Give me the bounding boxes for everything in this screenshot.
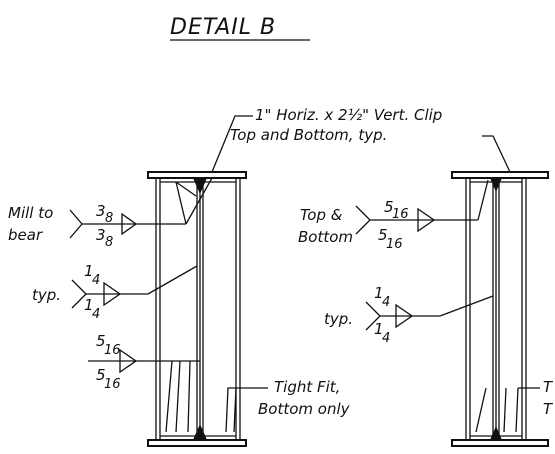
left-weld3-size-top-sub: 16 — [104, 343, 121, 358]
left-fit-note-line2: Bottom only — [258, 400, 351, 418]
right-weld2-size-bot: 1 — [374, 320, 384, 338]
left-weld1-label-line2: bear — [8, 226, 43, 244]
right-fillet-top — [490, 178, 502, 192]
right-top-plate — [451, 171, 549, 179]
clip-note-line2: Top and Bottom, typ. — [230, 126, 387, 144]
right-fit-note-line1: T — [543, 378, 554, 396]
right-weld1-arrow-up — [477, 179, 489, 221]
left-weld3-fillet-symbol — [119, 348, 138, 374]
clip-leader-right — [482, 135, 511, 173]
left-weld1-fillet-symbol — [121, 212, 138, 236]
left-weld2-size-bot: 1 — [84, 296, 94, 314]
left-weld2-fillet-symbol — [103, 281, 122, 307]
right-weld1-tail — [355, 205, 371, 235]
left-weld1-size-bot: 3 — [96, 226, 106, 244]
right-bottom-plate — [451, 439, 549, 447]
left-fillet-top — [193, 178, 207, 194]
right-fit-arrow-3 — [515, 387, 519, 433]
right-weld2-size-top: 1 — [374, 284, 384, 302]
left-weld2-arrow — [147, 265, 198, 295]
left-weld1-size-bot-sub: 8 — [105, 235, 113, 250]
right-weld2-size-bot-sub: 4 — [382, 331, 390, 346]
right-weld1-size-top-sub: 16 — [392, 207, 409, 222]
left-weld3-arrow-3 — [187, 360, 191, 433]
left-weld3-size-bot-sub: 16 — [104, 377, 121, 392]
left-fit-leader — [225, 387, 268, 433]
left-weld2-label: typ. — [32, 286, 61, 304]
left-weld-symbol-low: 5 16 5 16 — [88, 332, 200, 433]
detail-title: DETAIL B — [170, 15, 276, 40]
right-fit-arrow-2 — [503, 387, 507, 433]
clip-note-line1: 1" Horiz. x 2½" Vert. Clip — [255, 106, 442, 124]
right-weld1-size-bot-sub: 16 — [386, 237, 403, 252]
right-column-section — [451, 171, 549, 447]
clip-leader-left — [211, 115, 253, 173]
right-weld2-label: typ. — [324, 310, 353, 328]
right-fit-arrow-1 — [475, 387, 487, 433]
right-fillet-bottom — [490, 426, 502, 440]
left-weld2-size-bot-sub: 4 — [92, 307, 100, 322]
left-weld-symbol-mid: typ. 1 4 1 4 — [32, 262, 198, 322]
right-weld1-size-bot: 5 — [378, 226, 388, 244]
left-top-plate — [147, 171, 247, 179]
right-fit-note-line2: T — [543, 400, 554, 418]
left-stiffener-diag-1 — [175, 181, 187, 225]
right-weld2-arrow — [439, 295, 494, 317]
left-fit-note-line1: Tight Fit, — [274, 378, 340, 396]
left-weld3-arrow-2 — [175, 360, 181, 433]
right-weld1-label-line2: Bottom — [298, 228, 353, 246]
left-weld-symbol-top: Mill to bear 3 8 3 8 — [8, 177, 213, 250]
left-weld1-size-top: 3 — [96, 202, 106, 220]
left-weld2-size-top: 1 — [84, 262, 94, 280]
left-stiffener-diag-2 — [175, 181, 197, 197]
right-weld1-size-top: 5 — [384, 198, 394, 216]
left-fillet-bottom — [193, 424, 207, 440]
left-weld1-label-line1: Mill to — [8, 204, 53, 222]
left-weld2-size-top-sub: 4 — [92, 273, 100, 288]
left-weld3-arrow-1 — [165, 360, 173, 433]
right-weld-symbol-mid: typ. 1 4 1 4 — [324, 284, 494, 346]
left-weld1-arrow — [185, 177, 213, 225]
right-weld-symbol-top: Top & Bottom 5 16 5 16 — [298, 179, 489, 252]
left-fit-leader-2 — [233, 387, 237, 433]
right-weld1-fillet-symbol — [417, 207, 436, 233]
left-weld3-size-bot: 5 — [96, 366, 106, 384]
left-weld3-size-top: 5 — [96, 332, 106, 350]
left-weld1-tail — [69, 209, 83, 239]
right-weld1-label-line1: Top & — [300, 206, 343, 224]
left-bottom-plate — [147, 439, 247, 447]
right-weld2-fillet-symbol — [395, 303, 414, 329]
left-column-section — [147, 171, 247, 447]
right-weld2-size-top-sub: 4 — [382, 295, 390, 310]
left-weld1-size-top-sub: 8 — [105, 211, 113, 226]
